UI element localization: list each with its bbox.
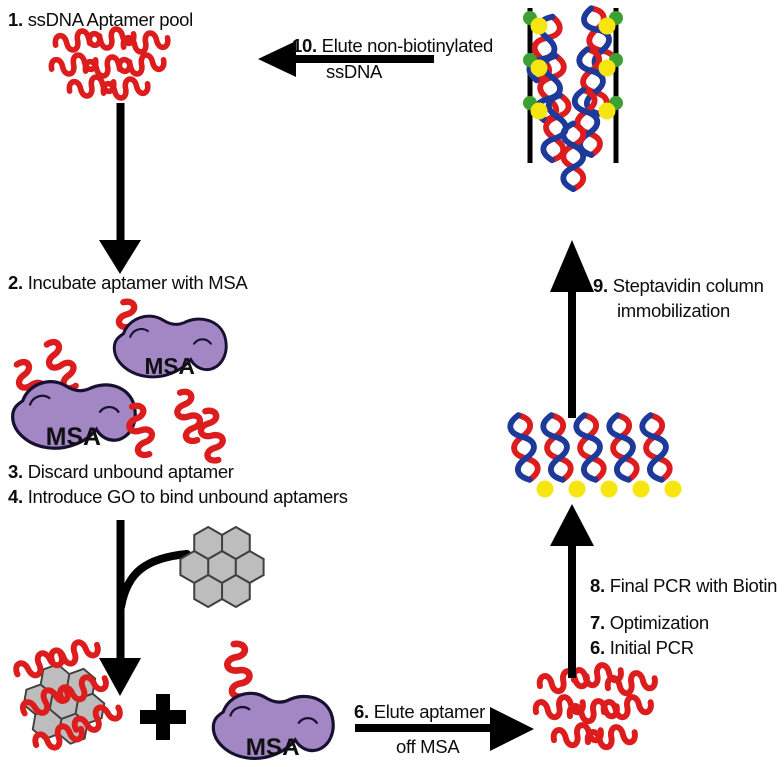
streptavidin-column-icon bbox=[523, 2, 623, 190]
step2-label: 2. Incubate aptamer with MSA bbox=[8, 272, 248, 293]
dsdna-helix bbox=[542, 414, 573, 482]
arrow-down-step1-icon bbox=[99, 103, 141, 274]
go-branch-curve bbox=[117, 550, 191, 611]
step9-text1: Steptavidin column bbox=[612, 275, 764, 296]
biotin-dot bbox=[530, 59, 548, 77]
step6-pcr-label: 6. Initial PCR bbox=[590, 637, 694, 658]
msa-label: MSA bbox=[145, 353, 195, 379]
biotin-dot bbox=[598, 102, 616, 120]
step10-text1: Elute non-biotinylated bbox=[321, 35, 494, 56]
step9-label-line1: 9. Steptavidin column bbox=[593, 275, 764, 296]
biotin-dot bbox=[598, 59, 616, 77]
step10-label-line1: 10. Elute non-biotinylated bbox=[292, 35, 494, 56]
go-aptamer-complex-icon bbox=[0, 638, 152, 767]
step6-elute-text1: Elute aptamer bbox=[373, 701, 486, 722]
step7-label: 7. Optimization bbox=[590, 612, 710, 633]
msa-protein-blob: MSA bbox=[112, 314, 228, 379]
arrow-down-step4-icon bbox=[99, 520, 191, 696]
msa-label: MSA bbox=[246, 734, 300, 761]
arrow-right-elute-icon bbox=[355, 707, 534, 751]
msa-label: MSA bbox=[46, 424, 101, 451]
aptamer-squiggle bbox=[224, 642, 253, 698]
dsdna-helix bbox=[641, 414, 672, 482]
aptamer-squiggle bbox=[606, 669, 656, 696]
msa-eluted-scene: MSA bbox=[211, 634, 335, 761]
step4-text: Introduce GO to bind unbound aptamers bbox=[27, 486, 348, 507]
step9-text2: immobilization bbox=[617, 300, 731, 321]
step6-elute-label-line2: off MSA bbox=[396, 736, 460, 757]
step8-label: 8. Final PCR with Biotin bbox=[590, 575, 778, 596]
step4-number: 4. bbox=[8, 486, 23, 507]
step7-text: Optimization bbox=[609, 612, 710, 633]
dsdna-helix bbox=[509, 414, 540, 482]
step9-number: 9. bbox=[593, 275, 608, 296]
biotin-dot bbox=[664, 480, 682, 498]
step9-label-line2: immobilization bbox=[617, 300, 731, 321]
graphene-oxide-cluster bbox=[179, 526, 265, 608]
msa-protein-blob: MSA bbox=[211, 691, 335, 761]
msa-incubation-scene: MSA MSA bbox=[0, 288, 290, 470]
graphene-oxide-icon bbox=[179, 526, 265, 608]
dsdna-helix bbox=[575, 414, 606, 482]
step6-elute-label-line1: 6. Elute aptamer bbox=[354, 701, 486, 722]
step3-label: 3. Discard unbound aptamer bbox=[8, 461, 234, 482]
msa-protein-blob: MSA bbox=[11, 380, 137, 451]
step4-label: 4. Introduce GO to bind unbound aptamers bbox=[8, 486, 348, 507]
biotin-dot bbox=[530, 102, 548, 120]
arrow-up-pcr-icon bbox=[550, 504, 594, 678]
step1-label: 1. ssDNA Aptamer pool bbox=[8, 9, 194, 30]
biotin-dot bbox=[536, 480, 554, 498]
biotin-dot bbox=[598, 17, 616, 35]
plus-icon bbox=[140, 694, 186, 740]
biotin-dot bbox=[600, 480, 618, 498]
biotinylated-dsdna-icon bbox=[495, 413, 682, 498]
aptamer-squiggle bbox=[68, 74, 115, 100]
arrow-up-column-icon bbox=[550, 240, 594, 418]
step10-label-line2: ssDNA bbox=[326, 61, 383, 82]
biotin-dot bbox=[530, 17, 548, 35]
step1-number: 1. bbox=[8, 9, 23, 30]
biotin-dot bbox=[568, 480, 586, 498]
step6-elute-text2: off MSA bbox=[396, 736, 460, 757]
step6-pcr-text: Initial PCR bbox=[609, 637, 694, 658]
step10-text2: ssDNA bbox=[326, 61, 383, 82]
arrow-left-elute-icon bbox=[258, 41, 434, 77]
step3-text: Discard unbound aptamer bbox=[27, 461, 234, 482]
aptamer-squiggle bbox=[102, 76, 149, 102]
step6-elute-number: 6. bbox=[354, 701, 369, 722]
step2-text: Incubate aptamer with MSA bbox=[27, 272, 248, 293]
step2-number: 2. bbox=[8, 272, 23, 293]
step8-text: Final PCR with Biotin bbox=[609, 575, 778, 596]
dsdna-helix bbox=[608, 414, 639, 482]
aptamer-pool-icon bbox=[40, 25, 180, 110]
step7-number: 7. bbox=[590, 612, 605, 633]
step10-number: 10. bbox=[292, 35, 317, 56]
step3-number: 3. bbox=[8, 461, 23, 482]
aptamer-squiggle bbox=[50, 52, 97, 78]
step1-text: ssDNA Aptamer pool bbox=[27, 9, 194, 30]
step8-number: 8. bbox=[590, 575, 605, 596]
dsdna-helix bbox=[563, 124, 583, 190]
step6-pcr-number: 6. bbox=[590, 637, 605, 658]
biotin-dot bbox=[632, 480, 650, 498]
